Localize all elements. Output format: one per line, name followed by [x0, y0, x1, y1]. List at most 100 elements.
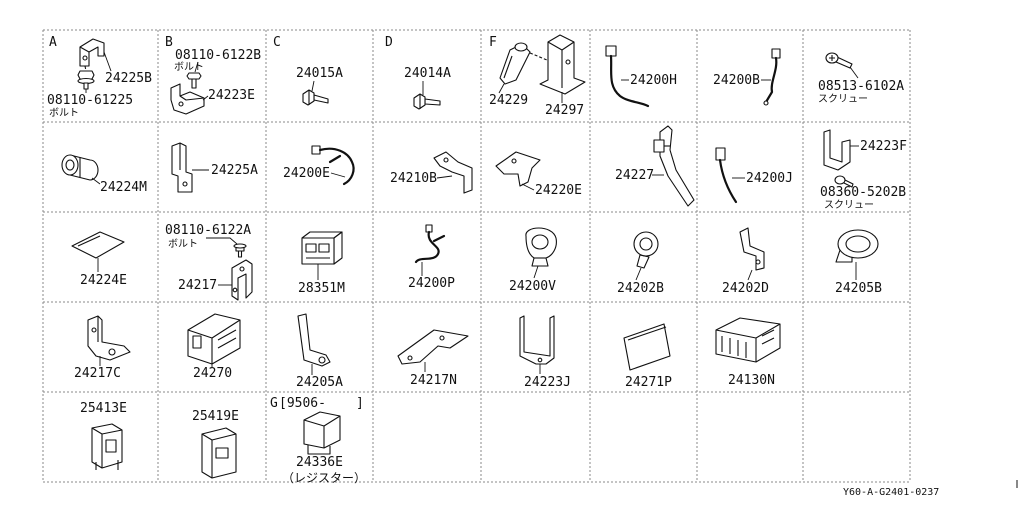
- leader-line: [747, 269, 753, 281]
- leader-line: [533, 265, 539, 279]
- part-number-24224m: 24224M: [100, 180, 147, 195]
- part-24015a-bolt-drawing: [302, 89, 329, 106]
- cell-24217n: 24217N: [397, 329, 469, 388]
- cell-25413e: 25413E: [80, 401, 127, 470]
- part-name-bolt: ボルト: [168, 238, 198, 250]
- cell-24217c: 24217C: [74, 315, 131, 381]
- part-24200v-clip-drawing: [525, 227, 557, 267]
- part-number-24225a: 24225A: [211, 163, 258, 178]
- cell-24217: 08110-6122A ボルト 24217: [165, 223, 253, 301]
- part-24220e-bracket-drawing: [495, 151, 541, 187]
- section-letter: C: [273, 35, 281, 50]
- part-24217c-bracket-drawing: [87, 315, 131, 361]
- cell-24130n: 24130N: [715, 317, 781, 388]
- part-number-24336e: 24336E: [296, 455, 343, 470]
- part-24217n-bracket-drawing: [397, 329, 469, 365]
- cell-24223f: 24223F 08360-5202B スクリュー: [820, 129, 907, 211]
- part-24225b-bracket-drawing: [79, 38, 105, 72]
- cell-24200j: 24200J: [715, 147, 793, 204]
- part-number-24202d: 24202D: [722, 281, 769, 296]
- cell-08513-6102a: 08513-6102A スクリュー: [818, 52, 904, 105]
- part-name-screw: スクリュー: [818, 93, 868, 105]
- part-number-08110-6122b: 08110-6122B: [175, 48, 261, 63]
- bolt-08110-61225-drawing: [77, 70, 95, 90]
- cell-24227: 24227: [615, 125, 695, 207]
- part-number-24223j: 24223J: [524, 375, 571, 390]
- part-number-24217: 24217: [178, 278, 217, 293]
- part-24200b-harness-drawing: [763, 48, 781, 106]
- part-name-bolt: ボルト: [174, 61, 204, 73]
- section-letter: A: [49, 35, 57, 50]
- screw-08360-5202b-drawing: [834, 175, 854, 188]
- part-24225a-bracket-drawing: [171, 142, 193, 193]
- screw-08513-6102a-drawing: [825, 52, 853, 69]
- date-range-start: [9506-: [279, 396, 326, 411]
- leader-line: [849, 66, 859, 79]
- part-number-25413e: 25413E: [80, 401, 127, 416]
- part-24227-bracket-drawing: [653, 125, 695, 207]
- cell-24270: 24270: [187, 313, 241, 381]
- part-number-24227: 24227: [615, 168, 654, 183]
- cell-g: G [9506- ] 24336E （レジスター）: [270, 396, 366, 485]
- section-letter: D: [385, 35, 393, 50]
- cell-24200v: 24200V: [509, 227, 557, 294]
- diagram-code: Y60-A-G2401-0237: [843, 487, 939, 498]
- part-number-24015a: 24015A: [296, 66, 343, 81]
- part-number-25419e: 25419E: [192, 409, 239, 424]
- part-number-24224e: 24224E: [80, 273, 127, 288]
- part-24271p-pad-drawing: [623, 323, 671, 371]
- part-24205a-strip-drawing: [297, 313, 331, 367]
- part-number-24223f: 24223F: [860, 139, 907, 154]
- part-number-24205a: 24205A: [296, 375, 343, 390]
- part-24014a-bolt-drawing: [413, 93, 441, 110]
- leader-line: [91, 177, 101, 185]
- part-number-24225b: 24225B: [105, 71, 152, 86]
- section-letter: F: [489, 35, 497, 50]
- part-number-24217n: 24217N: [410, 373, 457, 388]
- part-name-bolt: ボルト: [49, 107, 79, 119]
- cell-24200e: 24200E: [283, 145, 355, 186]
- part-24200p-harness-drawing: [414, 224, 446, 264]
- part-number-24200p: 24200P: [408, 276, 455, 291]
- part-number-28351m: 28351M: [298, 281, 345, 296]
- part-name-resistor: （レジスター）: [282, 471, 366, 485]
- cell-24202b: 24202B: [617, 231, 664, 296]
- leader-line: [498, 83, 505, 94]
- part-24223f-bracket-drawing: [823, 129, 851, 171]
- part-24200j-harness-drawing: [715, 147, 738, 204]
- part-24224e-plate-drawing: [71, 231, 125, 259]
- part-number-24270: 24270: [193, 366, 232, 381]
- cell-28351m: 28351M: [298, 231, 345, 296]
- part-24200h-harness-drawing: [605, 45, 650, 108]
- leader-line: [330, 172, 346, 178]
- part-number-24271p: 24271P: [625, 375, 672, 390]
- bolt-08110-6122b-drawing: [186, 72, 202, 89]
- grid-lines: [42, 29, 911, 483]
- part-24205b-clamp-drawing: [835, 229, 879, 263]
- part-24223e-bracket-drawing: [170, 83, 205, 115]
- cell-d: D 24014A: [385, 35, 451, 110]
- cell-24225a: 24225A: [171, 142, 258, 193]
- part-number-24130n: 24130N: [728, 373, 775, 388]
- part-number-24200j: 24200J: [746, 171, 793, 186]
- part-24217-bracket-drawing: [231, 259, 253, 301]
- part-24202d-clip-drawing: [739, 227, 765, 271]
- part-number-24297: 24297: [545, 103, 584, 118]
- part-24130n-connector-drawing: [715, 317, 781, 363]
- part-24297-bracket-drawing: [529, 34, 586, 95]
- part-number-24014a: 24014A: [404, 66, 451, 81]
- cell-24200h: 24200H: [605, 45, 677, 108]
- part-number-24220e: 24220E: [535, 183, 582, 198]
- part-number-24202b: 24202B: [617, 281, 664, 296]
- part-name-screw: スクリュー: [824, 199, 874, 211]
- cell-24200p: 24200P: [408, 224, 455, 291]
- part-24336e-resistor-drawing: [303, 411, 341, 455]
- part-24200e-harness-drawing: [311, 145, 355, 186]
- part-25419e-plate-drawing: [201, 427, 237, 479]
- part-number-24200h: 24200H: [630, 73, 677, 88]
- cell-a: A 24225B 08110-61225 ボルト: [47, 35, 152, 119]
- part-24224m-grommet-drawing: [61, 154, 99, 181]
- cell-24210b: 24210B: [390, 151, 473, 194]
- part-25413e-relay-holder-drawing: [91, 423, 123, 470]
